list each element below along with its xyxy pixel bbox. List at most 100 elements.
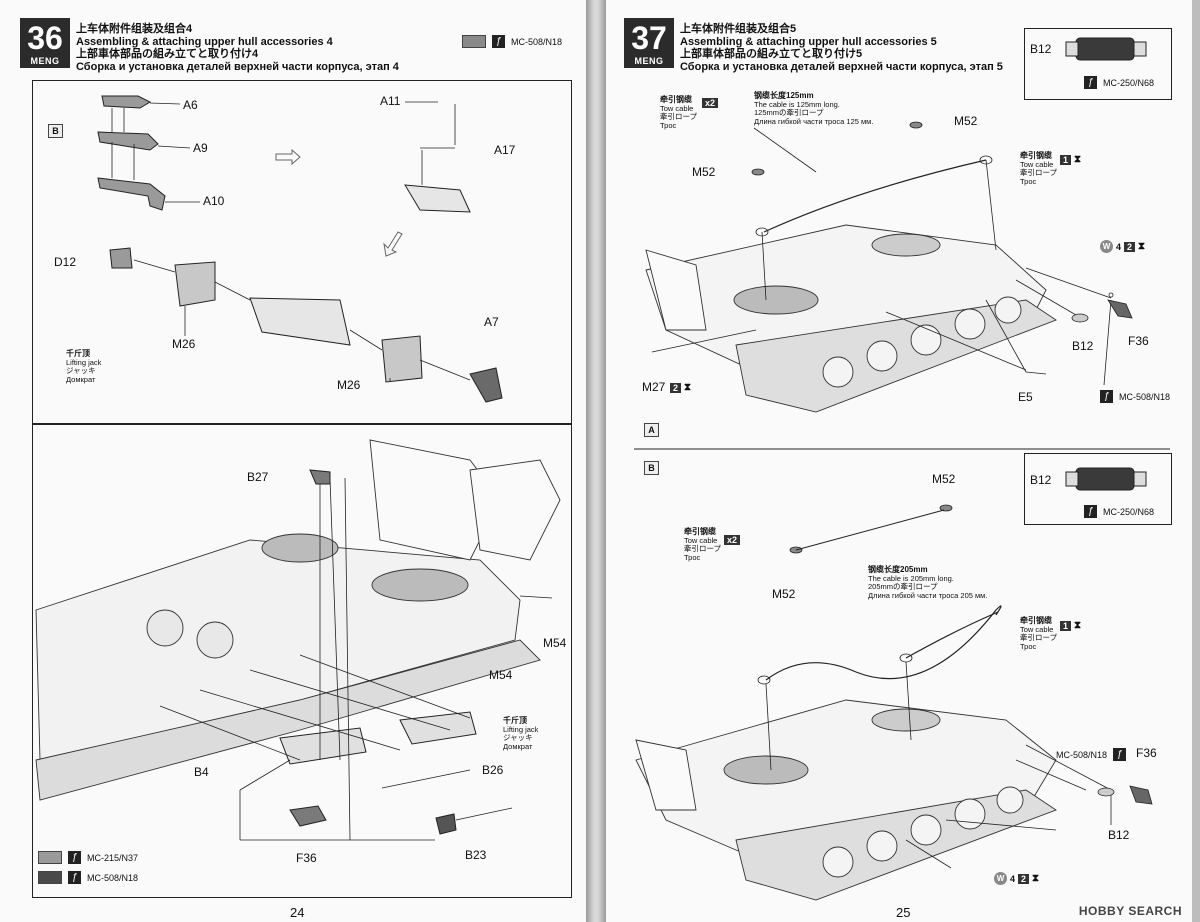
label-b23: B23 <box>465 848 487 862</box>
label-a9: A9 <box>193 141 208 155</box>
label-m52: M52 <box>932 472 956 486</box>
cross-icon: ⧗ <box>1074 154 1082 165</box>
mudguard <box>635 739 697 811</box>
length-note-ru: Длина гибкой части троса 205 мм. <box>868 590 988 600</box>
length-note-zh: 钢缆长度125mm <box>754 91 814 100</box>
cable-note-ru: Трос <box>684 552 701 562</box>
right-page: 37 MENG 上车体附件组装及组合5 Assembling & attachi… <box>606 0 1192 922</box>
brush-icon: ƒ <box>1113 748 1127 761</box>
section-label: A <box>644 423 659 437</box>
label-m52: M52 <box>692 165 716 179</box>
qty-badge: 1⧗ <box>1060 620 1081 631</box>
brand-logo: MENG <box>634 56 664 66</box>
tank-diagram-b <box>635 504 1153 901</box>
grille <box>723 755 809 785</box>
qty-badge: W 4 2 ⧗ <box>1100 240 1145 253</box>
inset-b12-paint <box>1024 28 1172 100</box>
ruler-205: 205mm <box>1190 160 1192 184</box>
label-b12: B12 <box>1030 473 1052 487</box>
qty-badge: W 4 2 ⧗ <box>994 872 1039 885</box>
page-gutter <box>586 0 606 922</box>
part-a9 <box>97 131 159 151</box>
step-badge: 37 MENG <box>624 18 674 68</box>
length-note: 钢缆长度205mm The cable is 205mm long. 205mm… <box>868 565 988 600</box>
part-m26a <box>174 261 216 307</box>
jack-assembly <box>404 184 471 213</box>
tow-tag-zh: 牵引钢缆 <box>1020 151 1052 160</box>
assembly-diagram-bottom <box>35 439 561 841</box>
brush-icon: ƒ <box>1084 76 1097 89</box>
part-m26b <box>381 335 423 383</box>
qty-badge: x2 <box>702 98 719 108</box>
step-badge: 36 MENG <box>20 18 70 68</box>
cable-note-ja: 牽引ロープ <box>660 112 698 121</box>
part-b4 <box>279 727 367 765</box>
jack-note-ja: ジャッキ <box>66 366 96 375</box>
qty-value: 1 <box>1060 620 1072 631</box>
ruler-125: 125mm <box>1190 440 1192 464</box>
sub-step-top <box>32 80 572 424</box>
tow-tag-ja: 牽引ロープ <box>1020 633 1058 642</box>
tow-tag-zh: 牵引钢缆 <box>1020 616 1052 625</box>
brush-icon: ƒ <box>1100 390 1113 403</box>
lifting-jack <box>399 711 477 745</box>
part-a6 <box>101 95 152 109</box>
section-label: B <box>48 124 63 138</box>
tow-tag-en: Tow cable <box>1020 624 1054 634</box>
step-title: 上车体附件组装及组合5 Assembling & attaching upper… <box>680 23 1003 73</box>
paint-swatch <box>462 35 486 48</box>
paint-swatch <box>38 851 62 864</box>
title-en: Assembling & attaching upper hull access… <box>680 35 937 48</box>
tow-tag-ru: Трос <box>1020 176 1037 186</box>
brand-logo: MENG <box>30 56 60 66</box>
jack-note-zh: 千斤顶 <box>503 716 527 725</box>
jack-body <box>249 297 351 346</box>
jack-note: 千斤顶 Lifting jack ジャッキ Домкрат <box>503 716 539 751</box>
length-note-en: The cable is 125mm long. <box>754 99 840 109</box>
ruler-mm: mm <box>1190 880 1192 892</box>
inset-b12-paint <box>1024 453 1172 525</box>
jack-note-en: Lifting jack <box>503 724 539 734</box>
header-paint: ƒ MC-508/N18 <box>462 35 562 48</box>
label-f36: F36 <box>1136 746 1157 760</box>
cable-note-ja: 牽引ロープ <box>684 544 722 553</box>
cable-note: 牵引钢缆 Tow cable 牽引ロープ Трос <box>684 527 722 562</box>
length-note-ja: 125mmの牽引ロープ <box>754 108 824 117</box>
qty-value: 2 <box>670 382 682 393</box>
length-note-ru: Длина гибкой части троса 125 мм. <box>754 116 874 126</box>
step-number: 36 <box>27 20 63 56</box>
watermark: HOBBY SEARCH <box>1078 904 1182 918</box>
part-b12-drawing <box>1065 467 1147 491</box>
sub-step-bottom <box>32 424 572 898</box>
length-note-en: The cable is 205mm long. <box>868 573 954 583</box>
label-m52: M52 <box>772 587 796 601</box>
label-m54: M54 <box>489 668 513 682</box>
brush-icon: ƒ <box>492 35 505 48</box>
assembly-diagram-top <box>97 95 503 403</box>
arrow-icon <box>383 231 403 257</box>
mudguard <box>645 249 707 331</box>
label-a6: A6 <box>183 98 198 112</box>
paint-code: MC-250/N68 <box>1103 506 1155 517</box>
cross-icon: ⧗ <box>1138 241 1146 252</box>
qty-badge: x2 <box>724 535 741 545</box>
cable-note-zh: 牵引钢缆 <box>684 527 716 536</box>
paint-code: MC-508/N18 <box>511 36 563 47</box>
step-number: 37 <box>631 20 667 56</box>
qty-badge: 1⧗ <box>1060 154 1081 165</box>
title-ja: 上部車体部品の組み立てと取り付け4 <box>76 48 259 60</box>
page-number: 25 <box>896 905 911 920</box>
jack-note-en: Lifting jack <box>66 357 102 367</box>
section-divider <box>634 448 1170 450</box>
paint-callout: ƒ MC-508/N18 <box>1100 390 1170 403</box>
part-b12-drawing <box>1065 37 1147 61</box>
cable-note-en: Tow cable <box>660 103 694 113</box>
title-ja: 上部車体部品の組み立てと取り付け5 <box>680 48 863 60</box>
cable-note-zh: 牵引钢缆 <box>660 95 692 104</box>
brush-icon: ƒ <box>68 851 81 864</box>
grille <box>733 285 819 315</box>
label-d12: D12 <box>54 255 77 269</box>
weathering-icon: W <box>994 872 1007 885</box>
label-b27: B27 <box>247 470 269 484</box>
weathering-icon: W <box>1100 240 1113 253</box>
